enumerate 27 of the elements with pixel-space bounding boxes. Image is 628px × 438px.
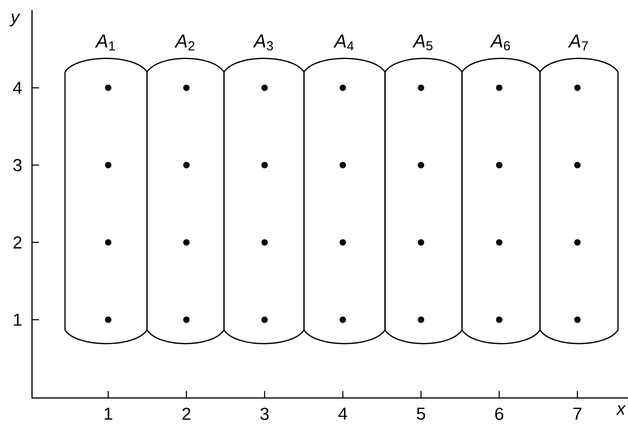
node-label: A$_{2}$	[174, 34, 194, 50]
node-label: A$_{1}$	[94, 34, 115, 50]
region: A$_{5}$	[384, 34, 463, 344]
region: A$_{3}$	[223, 34, 305, 344]
tick-label: 2	[182, 408, 190, 420]
region: A$_{7}$	[539, 34, 619, 344]
node-label: A$_{4}$	[333, 34, 354, 50]
node-label: A$_{7}$	[568, 34, 588, 50]
tick-label: 3	[13, 158, 22, 172]
tick-label: 3	[260, 408, 269, 420]
tick-label: 1	[104, 408, 112, 420]
tick-label: 7	[573, 408, 582, 420]
region: A$_{4}$	[303, 34, 386, 344]
tick-label: 2	[14, 236, 22, 248]
axis-label: x	[616, 405, 626, 415]
tick-label: 6	[495, 408, 504, 420]
region: A$_{2}$	[146, 34, 225, 344]
region: A$_{1}$	[64, 34, 148, 344]
node-label: A$_{6}$	[490, 34, 510, 50]
tick-label: 5	[416, 408, 426, 420]
region: A$_{6}$	[461, 34, 541, 344]
axis-label: y	[10, 14, 20, 26]
tick-label: 4	[338, 408, 348, 420]
node-label: A$_{3}$	[252, 34, 273, 50]
tick-label: 1	[14, 314, 22, 326]
tick-label: 4	[13, 82, 22, 94]
node-label: A$_{5}$	[412, 34, 432, 50]
